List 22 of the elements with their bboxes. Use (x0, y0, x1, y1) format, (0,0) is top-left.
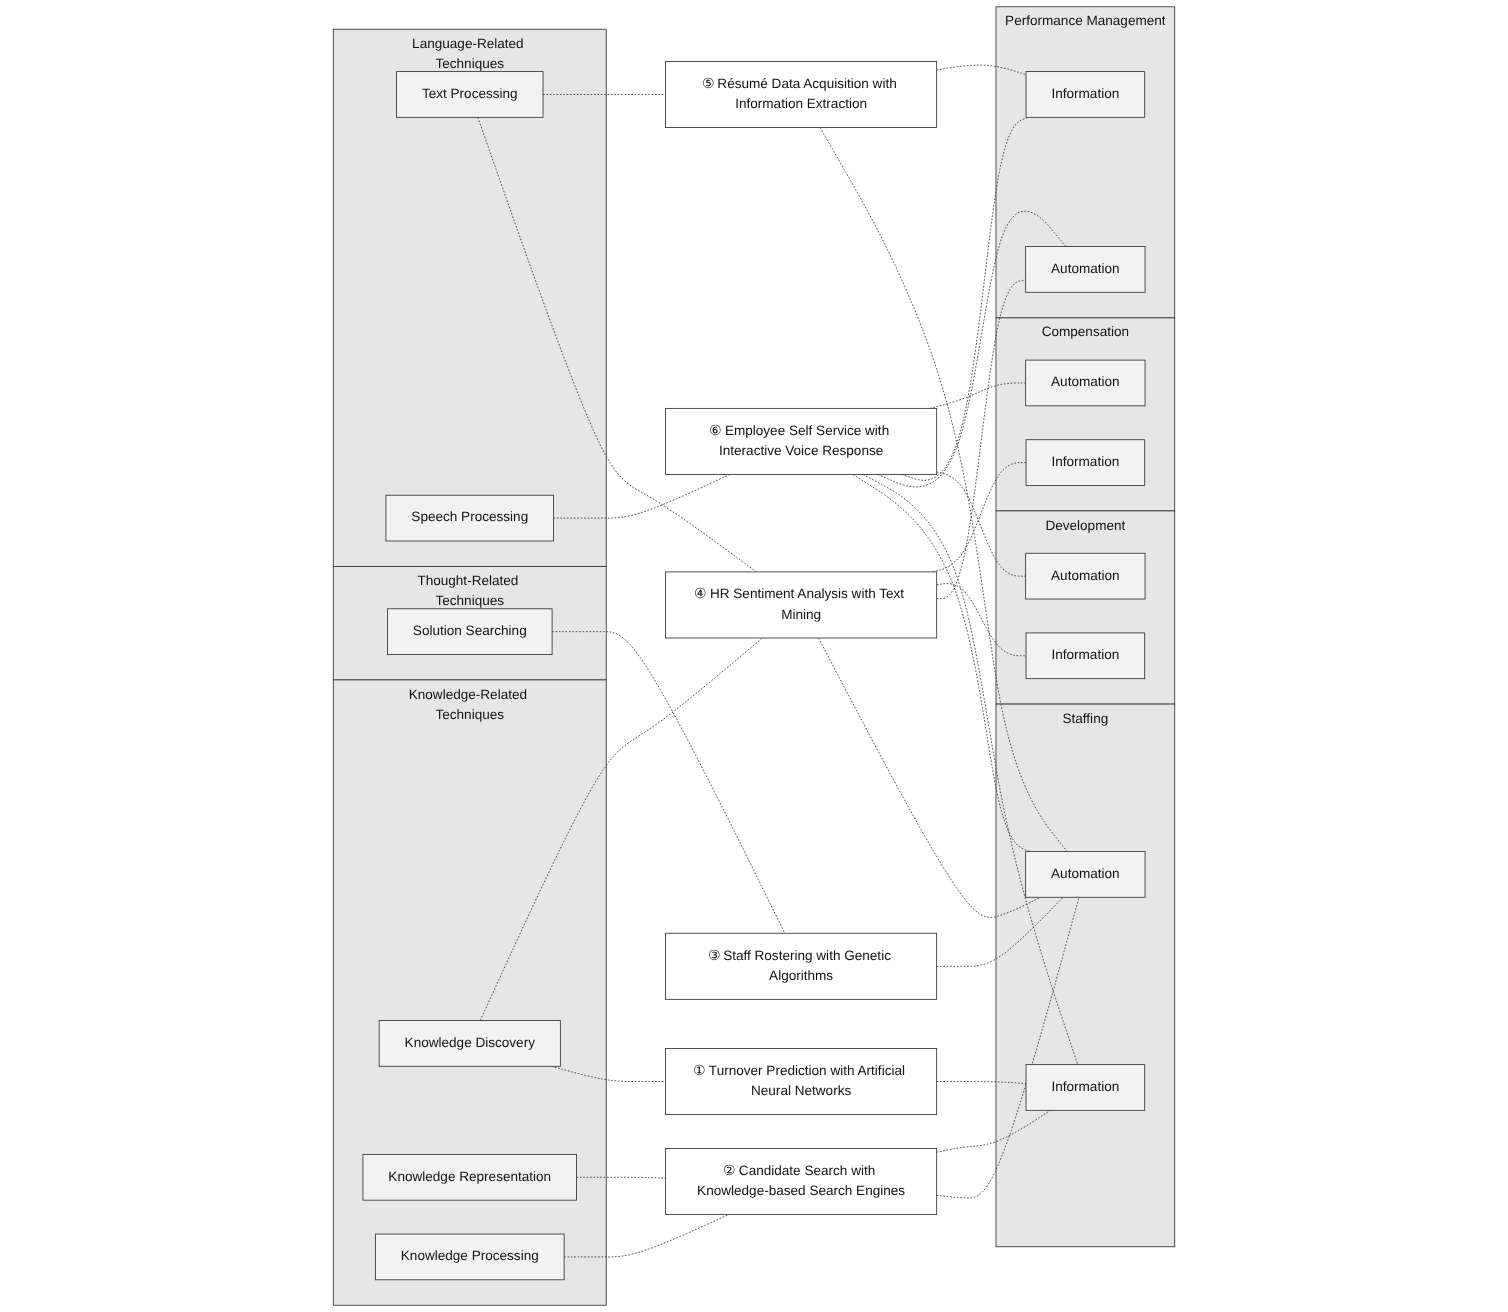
connector (551, 631, 786, 934)
connector (479, 637, 763, 1021)
connector (901, 116, 1029, 481)
connector (551, 1065, 666, 1082)
connector (818, 637, 1041, 918)
connector (477, 116, 757, 573)
connector (936, 583, 1027, 657)
connector (862, 474, 1079, 1066)
connector (936, 896, 1080, 1199)
connector (936, 1081, 1027, 1084)
connector (852, 474, 1031, 852)
connector (553, 474, 731, 519)
connector (576, 1176, 666, 1179)
connector (936, 279, 1027, 600)
connector (936, 1109, 1051, 1153)
connector (542, 94, 666, 95)
connector (936, 64, 1027, 76)
connector (936, 896, 1064, 967)
connector (877, 210, 1067, 488)
connector (929, 382, 1027, 409)
connector (563, 1214, 730, 1258)
connector (819, 127, 1068, 852)
